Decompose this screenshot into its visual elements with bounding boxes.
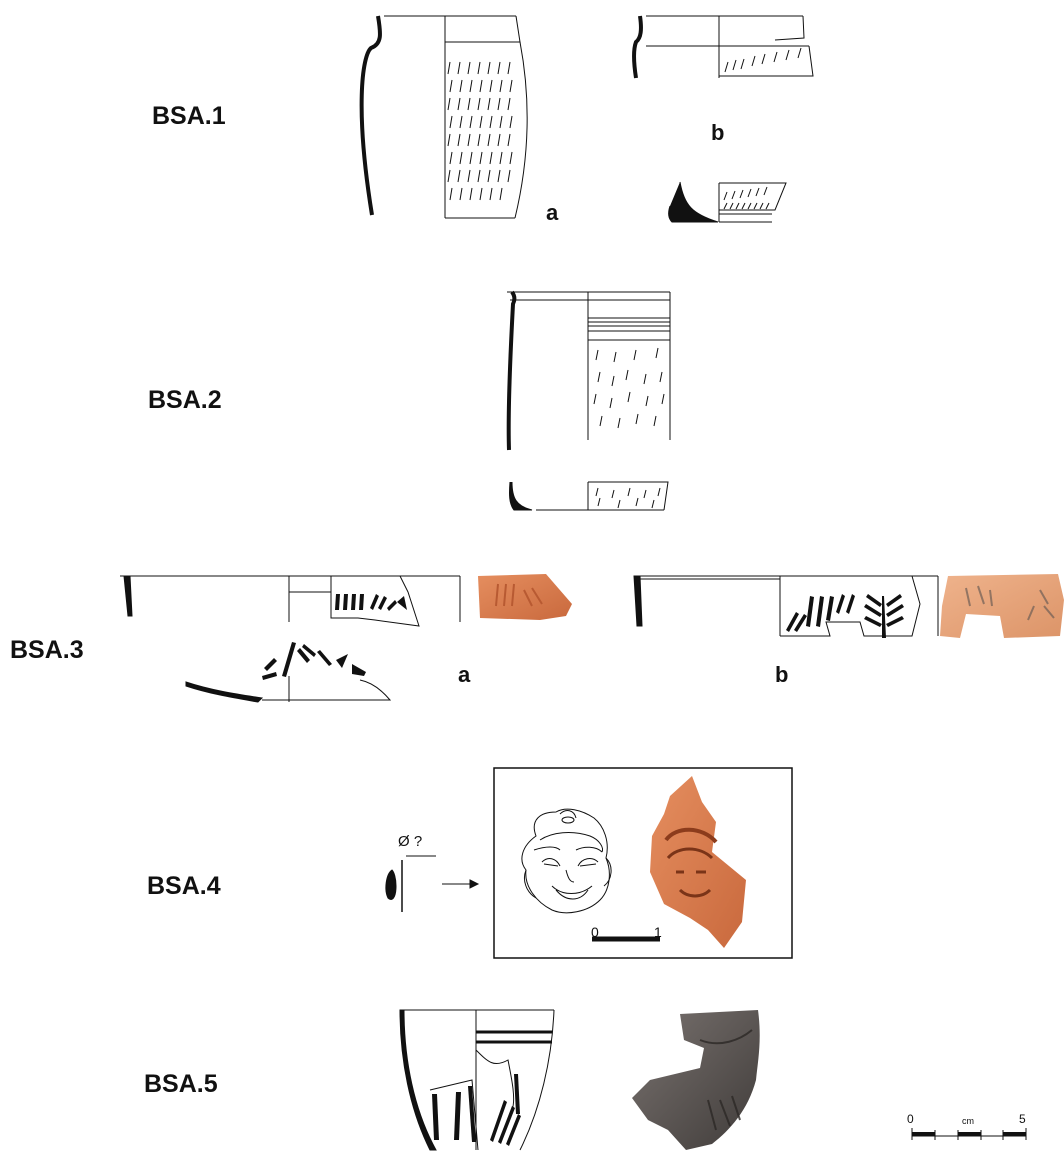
scale-end: 5 [1019,1112,1026,1126]
label-bsa1: BSA.1 [152,102,226,130]
bsa5-decor [432,1074,521,1146]
bsa3-b-stamp-left [786,594,855,632]
bsa1-a-rouletting [447,61,513,201]
bsa3-b-stamp-right [864,594,904,638]
sublabel-bsa1-a: a [546,200,559,225]
label-bsa4: BSA.4 [147,872,221,900]
bsa3-a-stamp-lower [262,642,366,680]
label-bsa5: BSA.5 [144,1070,218,1098]
label-bsa3: BSA.3 [10,636,84,664]
bsa2-base-profile [509,481,533,511]
sublabel-bsa3-b: b [775,662,789,687]
bsa3-b-photo [940,574,1064,638]
bsa3-a-profile [123,575,133,617]
bsa1-b-drawing [632,15,814,223]
bsa3-a-base-profile [185,681,264,703]
scale-unit: cm [962,1116,974,1126]
bsa2-drawing [506,290,671,511]
arrow-icon [469,879,480,889]
scale-start: 0 [907,1112,914,1126]
bsa2-profile [506,290,517,451]
sublabel-bsa3-a: a [458,662,471,687]
bsa5-photo [632,1010,760,1150]
bsa4-profile-drawing [385,855,480,912]
bsa3-a-stamp-upper [335,594,407,611]
bsa4-inset-frame [493,767,793,959]
inset-scale-end: 1 [654,924,662,940]
bsa4-section [385,869,397,900]
bsa3-a-drawing [120,575,461,703]
bsa1-a-profile [359,15,383,216]
bsa5-drawing [399,1009,555,1151]
bsa3-b-drawing [633,575,939,638]
bsa5-profile [399,1009,437,1151]
bsa1-b-base-profile [668,181,719,223]
bsa3-a-photo [478,574,572,620]
label-bsa2: BSA.2 [148,386,222,414]
bsa4-mask-drawing [521,808,612,914]
scale-bar [911,1128,1027,1140]
inset-scale-start: 0 [591,924,599,940]
sublabel-bsa1-b: b [711,120,725,145]
bsa4-mask-photo [650,776,746,948]
bsa1-a-drawing [359,15,528,219]
bsa3-b-profile [633,575,643,627]
diameter-note: Ø ? [398,833,423,850]
bsa1-b-rim-profile [632,15,643,79]
